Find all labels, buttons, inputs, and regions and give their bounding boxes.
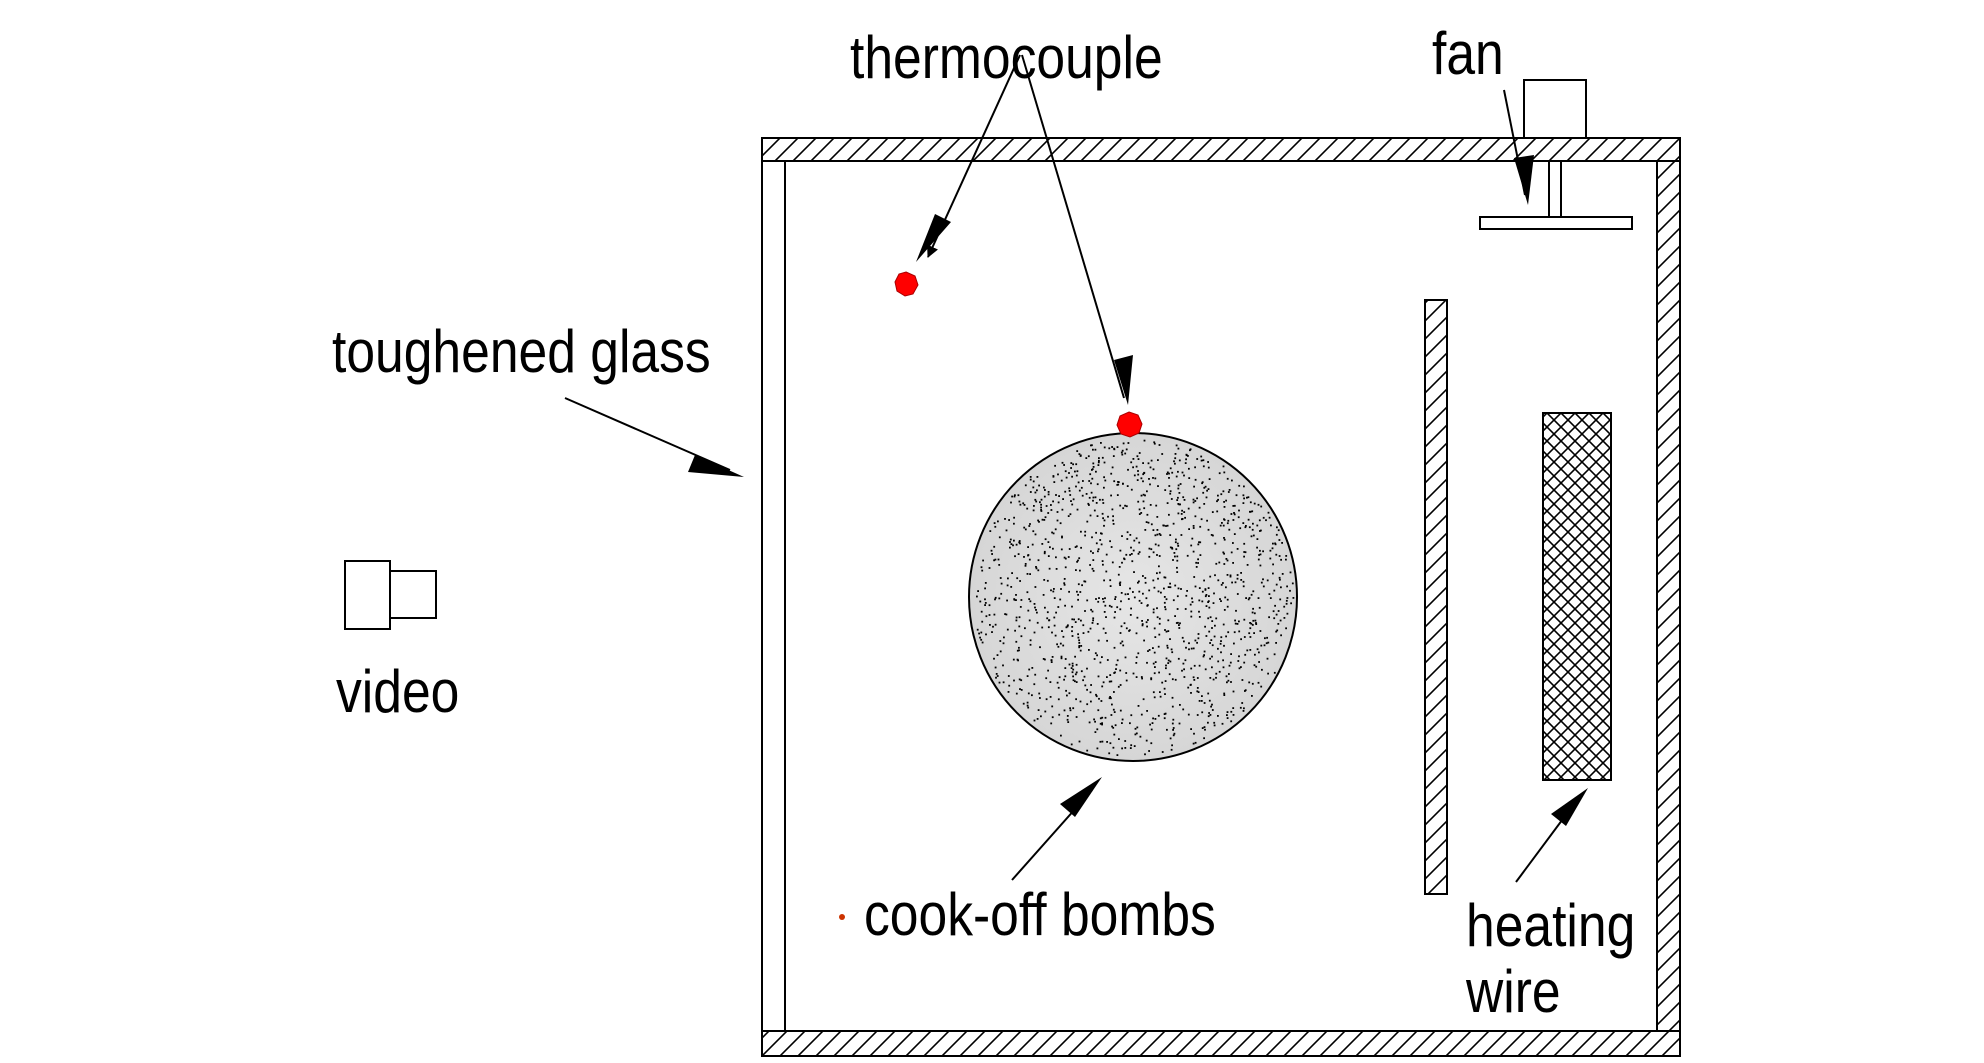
bomb-speckles [976,439,1295,756]
video-camera-icon [344,560,437,630]
fan-motor [1523,79,1587,139]
heating-wire-element [1542,412,1612,781]
baffle-plate [1424,299,1448,895]
leader-lines [564,54,1588,883]
toughened-glass-window [761,160,786,1032]
top-wall [761,137,1681,162]
video-label: video [336,658,460,725]
heating-wire-arrowhead [1551,788,1588,826]
camera-body [344,560,391,630]
thermocouple-arrowhead-right [1114,355,1133,405]
fan-label: fan [1432,20,1504,87]
stray-dot [839,914,845,920]
heating-wire-label-line2: wire [1466,958,1561,1025]
fan-shaft [1548,160,1562,218]
camera-lens [389,570,437,619]
thermocouple-arrowhead-left [916,214,951,262]
toughened-glass-label: toughened glass [332,318,711,385]
right-wall [1656,160,1681,1032]
cook-off-bomb [968,432,1298,762]
fan-icon [1479,79,1633,230]
thermocouple-label: thermocouple [850,24,1163,91]
chamber [761,137,1681,1057]
thermocouple-icon [894,271,919,297]
fan-arrowhead [1514,155,1534,205]
cook-off-bombs-label: cook-off bombs [864,881,1216,948]
heating-wire-label-line1: heating [1466,892,1636,959]
thermocouple-arrow-right [1021,54,1125,399]
bottom-wall [761,1030,1681,1057]
bomb-arrowhead [1060,777,1102,817]
glass-arrowhead [688,455,744,477]
glass-arrow [564,397,731,471]
thermocouple-icon [1116,411,1143,438]
fan-blade [1479,216,1633,230]
